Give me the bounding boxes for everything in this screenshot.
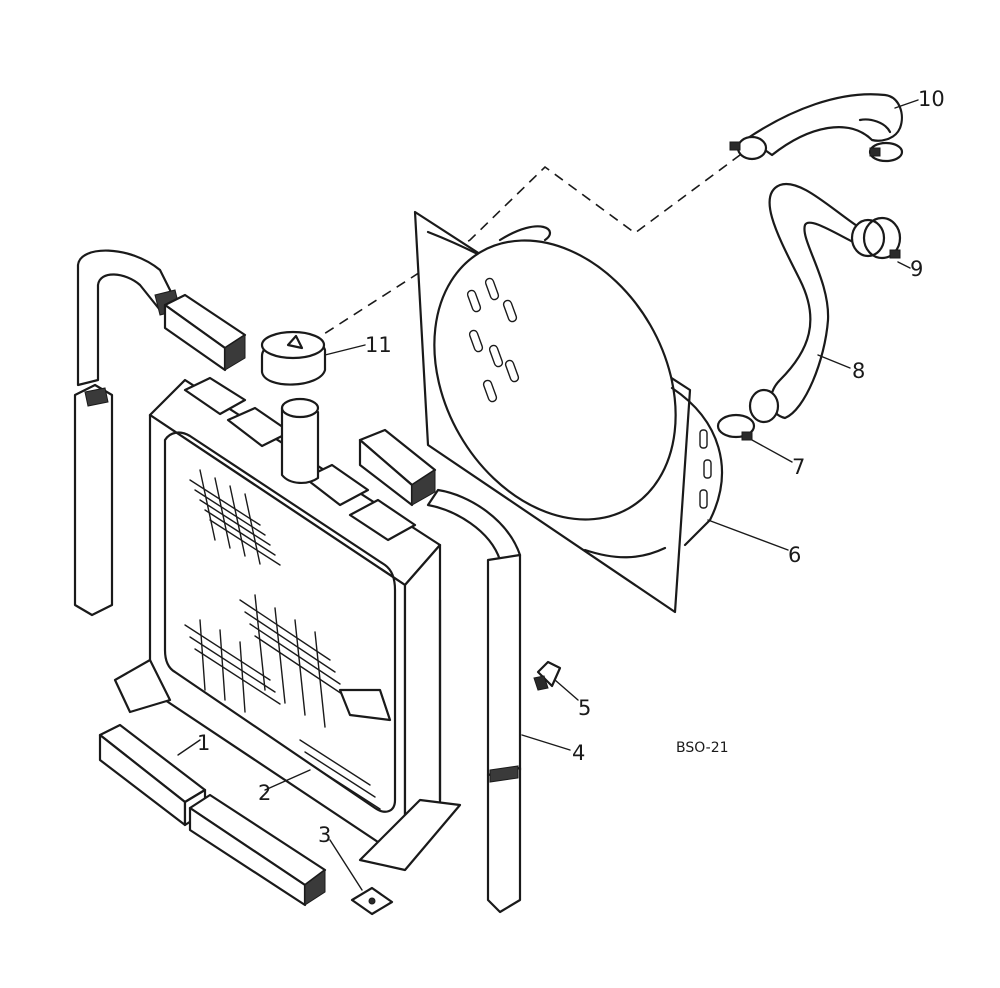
fan-shroud [413, 210, 724, 614]
callout-10: 10 [918, 87, 945, 111]
callout-8: 8 [852, 359, 865, 383]
callout-5: 5 [578, 696, 591, 720]
hose-clamp-lower [716, 413, 756, 441]
radiator-fins-hatching [184, 469, 381, 810]
callout-9: 9 [910, 257, 923, 281]
lower-foam-strips [98, 723, 327, 907]
callout-leaders [177, 99, 919, 891]
lower-hose [748, 182, 886, 424]
callout-6: 6 [788, 543, 801, 567]
drawing-code: BSO-21 [676, 740, 729, 756]
callout-4: 4 [572, 741, 585, 765]
mounting-pad [350, 886, 394, 916]
alignment-dashed-line [267, 154, 741, 371]
callout-3: 3 [318, 823, 331, 847]
radiator-cap [260, 330, 327, 386]
hose-clamp-upper [862, 216, 902, 260]
upper-hose [729, 93, 904, 163]
callout-2: 2 [258, 781, 271, 805]
callout-7: 7 [792, 455, 805, 479]
drain-plug [533, 660, 562, 691]
callout-1: 1 [197, 731, 210, 755]
left-foam-strip [73, 249, 247, 617]
callout-11: 11 [365, 333, 392, 357]
shroud-slots [466, 277, 712, 509]
radiator-core [113, 376, 462, 872]
right-foam-strip [358, 428, 522, 914]
